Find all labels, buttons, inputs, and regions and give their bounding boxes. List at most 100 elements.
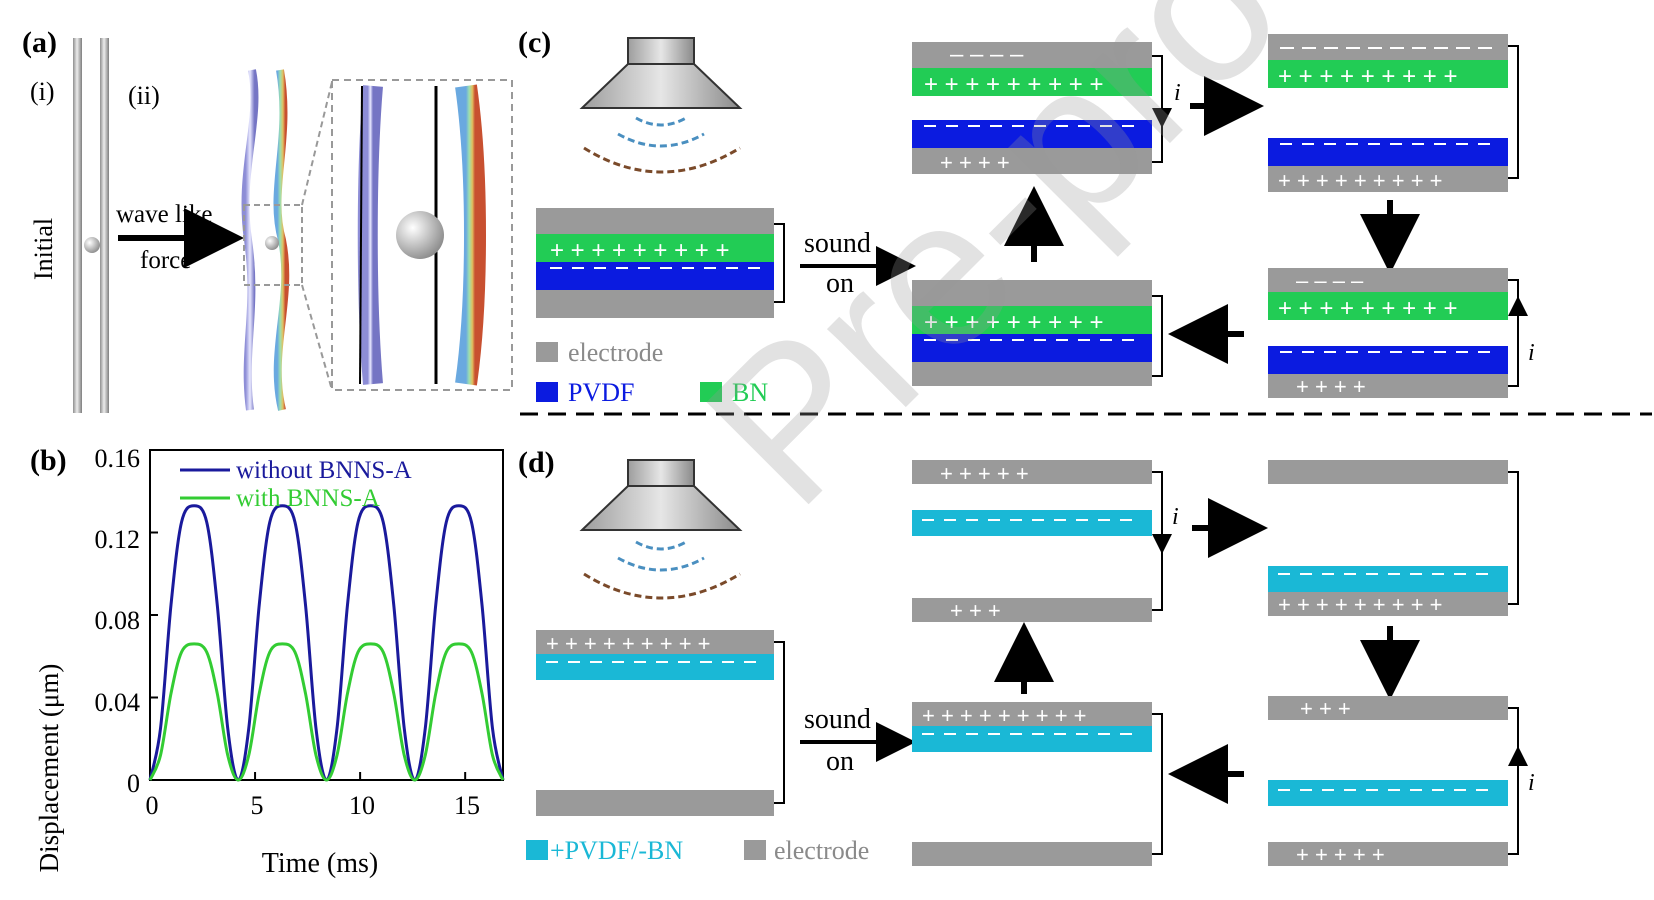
xtick-15: 15 [454,791,480,820]
electrode-top-c2 [912,42,1152,68]
legend-electrode-swatch-c [536,342,558,362]
pvdf-layer-c0 [536,262,774,290]
bn-charges-c1: + + + + + + + + + [924,309,1103,336]
electrode-bottom-d4 [1268,842,1508,866]
bn-layer-c1 [912,306,1152,334]
straight-rod-right [100,38,109,413]
electrode-bottom-d2 [912,598,1152,622]
circuit-c4 [1508,279,1519,387]
circuit-d2 [1152,471,1163,611]
pvdf-bn-layer-d2 [912,510,1152,536]
pvdf-bn-layer-d0 [536,654,774,680]
electrode-bottom-charges-c3: + + + + + + + + + [1278,168,1443,193]
inset-left-edge [359,85,363,385]
chart-yticks: 0.16 0.12 0.08 0.04 0 [95,444,141,798]
panel-b-label: (b) [30,444,67,477]
legend-bn-label-c: BN [732,378,768,407]
electrode-bottom-charges-d4: + + + + + [1296,842,1385,867]
straight-rod-left [73,38,82,413]
panel-d: (d) + + + + + + + + + sound on +PVDF/-BN… [518,446,1535,867]
legend-electrode-swatch-d [744,840,766,860]
ytick-0.12: 0.12 [95,525,141,554]
legend-electrode-label-c: electrode [568,338,663,367]
bn-charges-c2: + + + + + + + + + [924,71,1103,98]
electrode-top-c0 [536,208,774,234]
electrode-top-c4 [1268,268,1508,292]
electrode-bottom-d1 [912,842,1152,866]
panel-a-label: (a) [22,26,57,59]
zoom-line-top [301,81,333,206]
electrode-bottom-charges-c2: + + + + [940,150,1010,175]
electrode-top-charges-d2: + + + + + [940,461,1029,486]
electrode-bottom-c0 [536,290,774,318]
sound-wave-3-d [583,572,741,600]
speaker-top-c [627,37,695,65]
wavy-fiber-right [273,69,290,411]
electrode-bottom-c1 [912,362,1152,386]
sound-wave-3-c [583,146,741,174]
legend-pvdf-bn-label-d: +PVDF/-BN [550,836,683,865]
chart-legend: without BNNS-A with BNNS-A [180,457,412,512]
current-label-c4: i [1528,340,1535,366]
pvdf-bn-layer-d3 [1268,566,1508,592]
legend-pvdf-swatch-c [536,382,558,402]
current-label-c2: i [1174,80,1181,106]
sound-wave-1-d [635,540,687,551]
sound-wave-2-d [617,556,705,572]
sound-wave-1-c [635,116,687,127]
arrow-text-wave: wave like [116,201,212,228]
panel-c-label: (c) [518,26,551,59]
pvdf-layer-c1 [912,334,1152,362]
on-label-d: on [826,746,854,777]
xtick-5: 5 [251,791,264,820]
circuit-d1 [1152,713,1163,855]
panel-a-sub-i: (i) [30,77,55,106]
on-label-c: on [826,268,854,299]
electrode-top-charges-c2: – – – – [950,41,1024,68]
series-line-without-bnns-a [148,504,505,782]
pvdf-bn-layer-d1 [912,726,1152,752]
series-line-with-bnns-a [148,642,505,782]
chart-xticks: 0 5 10 15 [146,791,481,820]
electrode-bottom-d0 [536,790,774,816]
circuit-c3 [1508,45,1519,179]
electrode-bottom-c3 [1268,166,1508,192]
panel-a-initial-label: Initial [29,218,58,280]
ytick-0: 0 [127,769,140,798]
legend-pvdf-bn-swatch-d [526,840,548,860]
electrode-bottom-c4 [1268,374,1508,398]
circuit-c1 [1152,295,1163,377]
circuit-d4 [1508,707,1519,855]
sound-wave-2-c [617,132,705,148]
arrow-text-force: force [140,247,191,274]
particle-initial [84,237,100,253]
electrode-top-d1 [912,702,1152,726]
circuit-d3 [1508,471,1519,605]
zoom-line-bottom [301,284,333,391]
pvdf-layer-c2 [912,120,1152,148]
bn-layer-c2 [912,68,1152,96]
ytick-0.16: 0.16 [95,444,141,473]
panel-a-sub-ii: (ii) [128,81,160,110]
pvdf-layer-c3 [1268,138,1508,166]
chart-series-layer [148,504,505,782]
panel-d-label: (d) [518,446,555,479]
bn-charges-c4: + + + + + + + + + [1278,295,1457,322]
circuit-d0 [774,641,785,804]
electrode-bottom-c2 [912,148,1152,174]
electrode-bottom-charges-d2: + + + [950,598,1001,623]
legend-label-without: without BNNS-A [236,457,412,484]
legend-pvdf-label-c: PVDF [568,378,634,407]
inset-fiber-right [455,84,486,386]
inset-fiber-left [357,85,383,385]
current-label-d4: i [1528,770,1535,796]
pvdf-bn-layer-d4 [1268,780,1508,806]
electrode-top-d2 [912,460,1152,484]
legend-electrode-label-d: electrode [774,836,869,865]
speaker-cone-c [579,63,743,109]
pvdf-layer-c4 [1268,346,1508,374]
legend-bn-swatch-c [700,382,722,402]
ytick-0.08: 0.08 [95,606,141,635]
electrode-top-c1 [912,280,1152,306]
